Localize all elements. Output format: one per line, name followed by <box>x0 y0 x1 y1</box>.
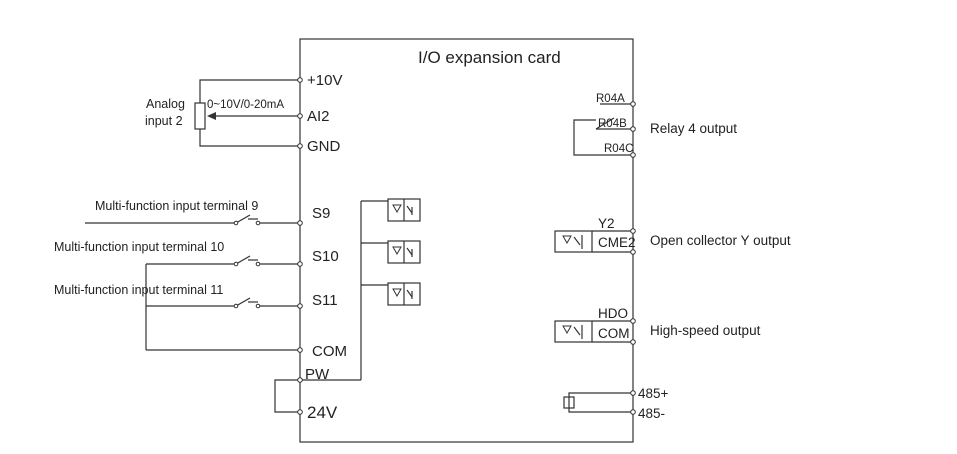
terminal-dot-r04a <box>630 101 636 107</box>
terminal-label-com: COM <box>312 343 347 360</box>
potentiometer-symbol <box>194 102 206 130</box>
terminal-dot-24v <box>297 409 303 415</box>
terminal-label-r04b: R04B <box>598 118 627 130</box>
terminal-label-24v: 24V <box>307 403 338 422</box>
hdo-output-wiring <box>554 320 633 343</box>
switch-s9-blade <box>235 214 251 224</box>
y2-output-wiring <box>554 230 633 253</box>
terminal-label-pw: PW <box>305 366 330 383</box>
open-collector-output-label: Open collector Y output <box>650 233 791 248</box>
terminal-dot-gnd <box>297 143 303 149</box>
terminal-label-y2: Y2 <box>598 216 615 231</box>
terminal-dot-plus10v <box>297 77 303 83</box>
switch-s10-blade <box>235 255 251 265</box>
terminal-label-485-minus: 485- <box>638 406 665 421</box>
optocoupler-s11-icon <box>387 282 421 306</box>
terminal-label-r04a: R04A <box>596 93 625 105</box>
s11-wiring <box>146 297 300 309</box>
terminal-label-plus10v: +10V <box>307 72 342 89</box>
terminal-dot-r04b <box>630 126 636 132</box>
optocoupler-s9-icon <box>387 198 421 222</box>
input-common-wiring <box>145 264 300 351</box>
terminal-dot-s11 <box>297 303 303 309</box>
wiper-arrow-icon <box>207 112 216 120</box>
analog-input-label-line1: Analog <box>146 97 185 111</box>
terminal-label-com-out: COM <box>598 326 630 341</box>
termination-resistor-icon <box>563 396 575 409</box>
optocoupler-y2-icon <box>554 230 593 253</box>
input-optocoupler-bus <box>300 200 388 381</box>
terminal-label-s11: S11 <box>312 292 338 309</box>
analog-input-wiring <box>194 79 300 147</box>
terminal-label-ai2: AI2 <box>307 108 330 125</box>
analog-range-label: 0~10V/0-20mA <box>207 99 284 111</box>
terminal-label-hdo: HDO <box>598 306 628 321</box>
s9-wiring <box>85 214 300 226</box>
terminal-dot-com <box>297 347 303 353</box>
card-outline <box>299 38 634 443</box>
terminal-dot-pw <box>297 377 303 383</box>
analog-input-label-line2: input 2 <box>145 114 183 128</box>
terminal-dot-485-plus <box>630 390 636 396</box>
terminal-label-cme2: CME2 <box>598 235 636 250</box>
terminal-dot-cme2 <box>630 249 636 255</box>
card-title: I/O expansion card <box>418 48 561 67</box>
mfi-11-label: Multi-function input terminal 11 <box>54 283 223 297</box>
terminal-label-485-plus: 485+ <box>638 386 669 401</box>
mfi-9-label: Multi-function input terminal 9 <box>95 199 258 213</box>
terminal-dot-y2 <box>630 228 636 234</box>
terminal-label-r04c: R04C <box>604 143 633 155</box>
rs485-wiring <box>563 392 633 413</box>
switch-s11-blade <box>235 297 251 307</box>
optocoupler-s10-icon <box>387 240 421 264</box>
terminal-dot-ai2 <box>297 113 303 119</box>
relay4-contact-blade <box>595 117 615 130</box>
terminal-label-s10: S10 <box>312 248 339 265</box>
terminal-dot-r04c <box>630 152 636 158</box>
s10-wiring <box>146 255 300 267</box>
high-speed-output-label: High-speed output <box>650 323 761 338</box>
relay4-wiring <box>573 103 633 156</box>
pw-24v-jumper <box>274 379 300 413</box>
terminal-label-s9: S9 <box>312 205 330 222</box>
terminal-dot-485-minus <box>630 409 636 415</box>
relay4-output-label: Relay 4 output <box>650 121 737 136</box>
mfi-10-label: Multi-function input terminal 10 <box>54 240 224 254</box>
terminal-label-gnd: GND <box>307 138 341 155</box>
terminal-dot-s9 <box>297 220 303 226</box>
terminal-dot-s10 <box>297 261 303 267</box>
terminal-dot-com-out <box>630 339 636 345</box>
optocoupler-hdo-icon <box>554 320 593 343</box>
terminal-dot-hdo <box>630 318 636 324</box>
